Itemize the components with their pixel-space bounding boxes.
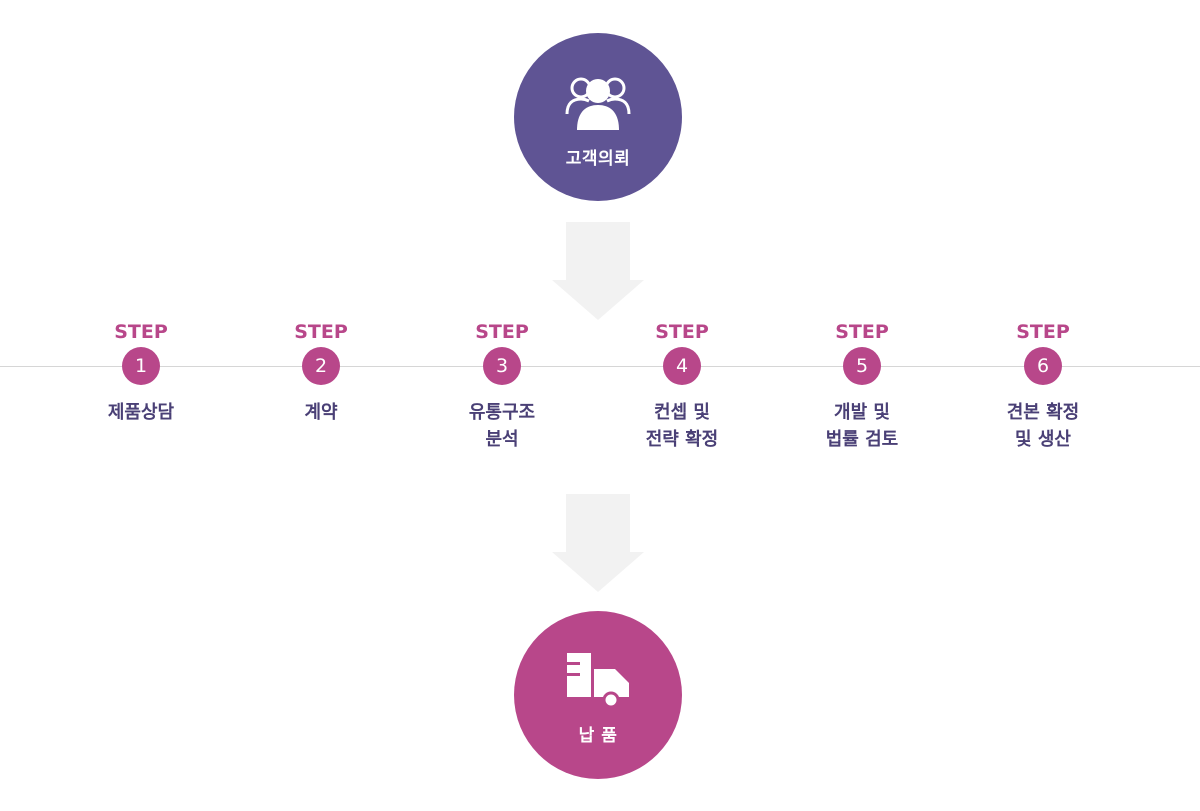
- step-title: 개발 및 법률 검토: [825, 402, 899, 450]
- down-arrow-icon: [552, 494, 644, 592]
- step-number-badge: 4: [663, 347, 701, 385]
- step-title: 계약: [304, 402, 338, 423]
- step-tag: STEP: [475, 321, 529, 343]
- step-title: 유통구조 분석: [468, 402, 536, 450]
- step-5: STEP 5 개발 및 법률 검토: [782, 320, 942, 453]
- customer-request-label: 고객의뢰: [565, 148, 631, 169]
- step-2: STEP 2 계약: [241, 320, 401, 426]
- delivery-truck-icon: [567, 652, 629, 708]
- step-tag: STEP: [114, 321, 168, 343]
- step-title: 제품상담: [107, 402, 175, 423]
- step-tag: STEP: [294, 321, 348, 343]
- step-title: 컨셉 및 전략 확정: [645, 402, 719, 450]
- step-4: STEP 4 컨셉 및 전략 확정: [602, 320, 762, 453]
- step-1: STEP 1 제품상담: [61, 320, 221, 426]
- step-title: 견본 확정 및 생산: [1006, 402, 1080, 450]
- step-number-badge: 1: [122, 347, 160, 385]
- step-number-badge: 2: [302, 347, 340, 385]
- step-3: STEP 3 유통구조 분석: [422, 320, 582, 453]
- step-6: STEP 6 견본 확정 및 생산: [963, 320, 1123, 453]
- step-tag: STEP: [835, 321, 889, 343]
- timeline-line: [0, 366, 1200, 367]
- step-tag: STEP: [655, 321, 709, 343]
- down-arrow-icon: [552, 222, 644, 320]
- customers-icon: [565, 77, 631, 130]
- delivery-node: 납 품: [514, 611, 682, 779]
- step-number-badge: 3: [483, 347, 521, 385]
- customer-request-node: 고객의뢰: [514, 33, 682, 201]
- step-number-badge: 6: [1024, 347, 1062, 385]
- delivery-label: 납 품: [578, 725, 618, 746]
- step-tag: STEP: [1016, 321, 1070, 343]
- step-number-badge: 5: [843, 347, 881, 385]
